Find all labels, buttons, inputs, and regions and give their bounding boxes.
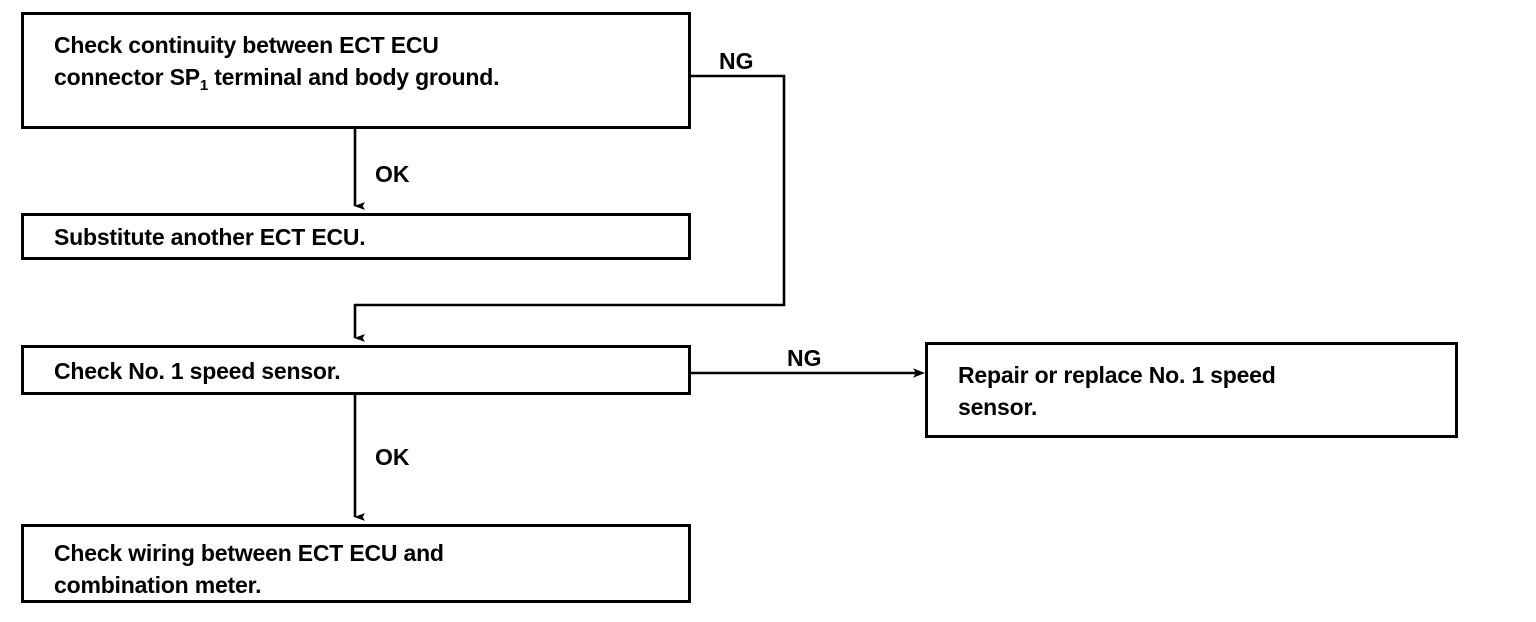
node-substitute-ecu-label: Substitute another ECT ECU.: [54, 224, 366, 250]
edge-sensor-ng-arrowhead: [913, 368, 925, 378]
node-repair-speed-sensor[interactable]: Repair or replace No. 1 speed sensor.: [925, 342, 1458, 438]
node-check-wiring[interactable]: Check wiring between ECT ECU and combina…: [21, 524, 691, 603]
node-check-speed-sensor-label: Check No. 1 speed sensor.: [54, 358, 341, 384]
node-check-wiring-label: Check wiring between ECT ECU and combina…: [54, 540, 444, 598]
node-check-speed-sensor[interactable]: Check No. 1 speed sensor.: [21, 345, 691, 395]
edge-continuity-ng-line: [353, 74, 786, 342]
node-repair-speed-sensor-label: Repair or replace No. 1 speed sensor.: [958, 362, 1276, 420]
node-substitute-ecu[interactable]: Substitute another ECT ECU.: [21, 213, 691, 260]
edge-label-continuity-ng: NG: [719, 48, 754, 74]
edge-label-continuity-ok: OK: [375, 161, 410, 187]
edge-label-sensor-ok: OK: [375, 444, 410, 470]
edge-label-sensor-ng: NG: [787, 345, 822, 371]
